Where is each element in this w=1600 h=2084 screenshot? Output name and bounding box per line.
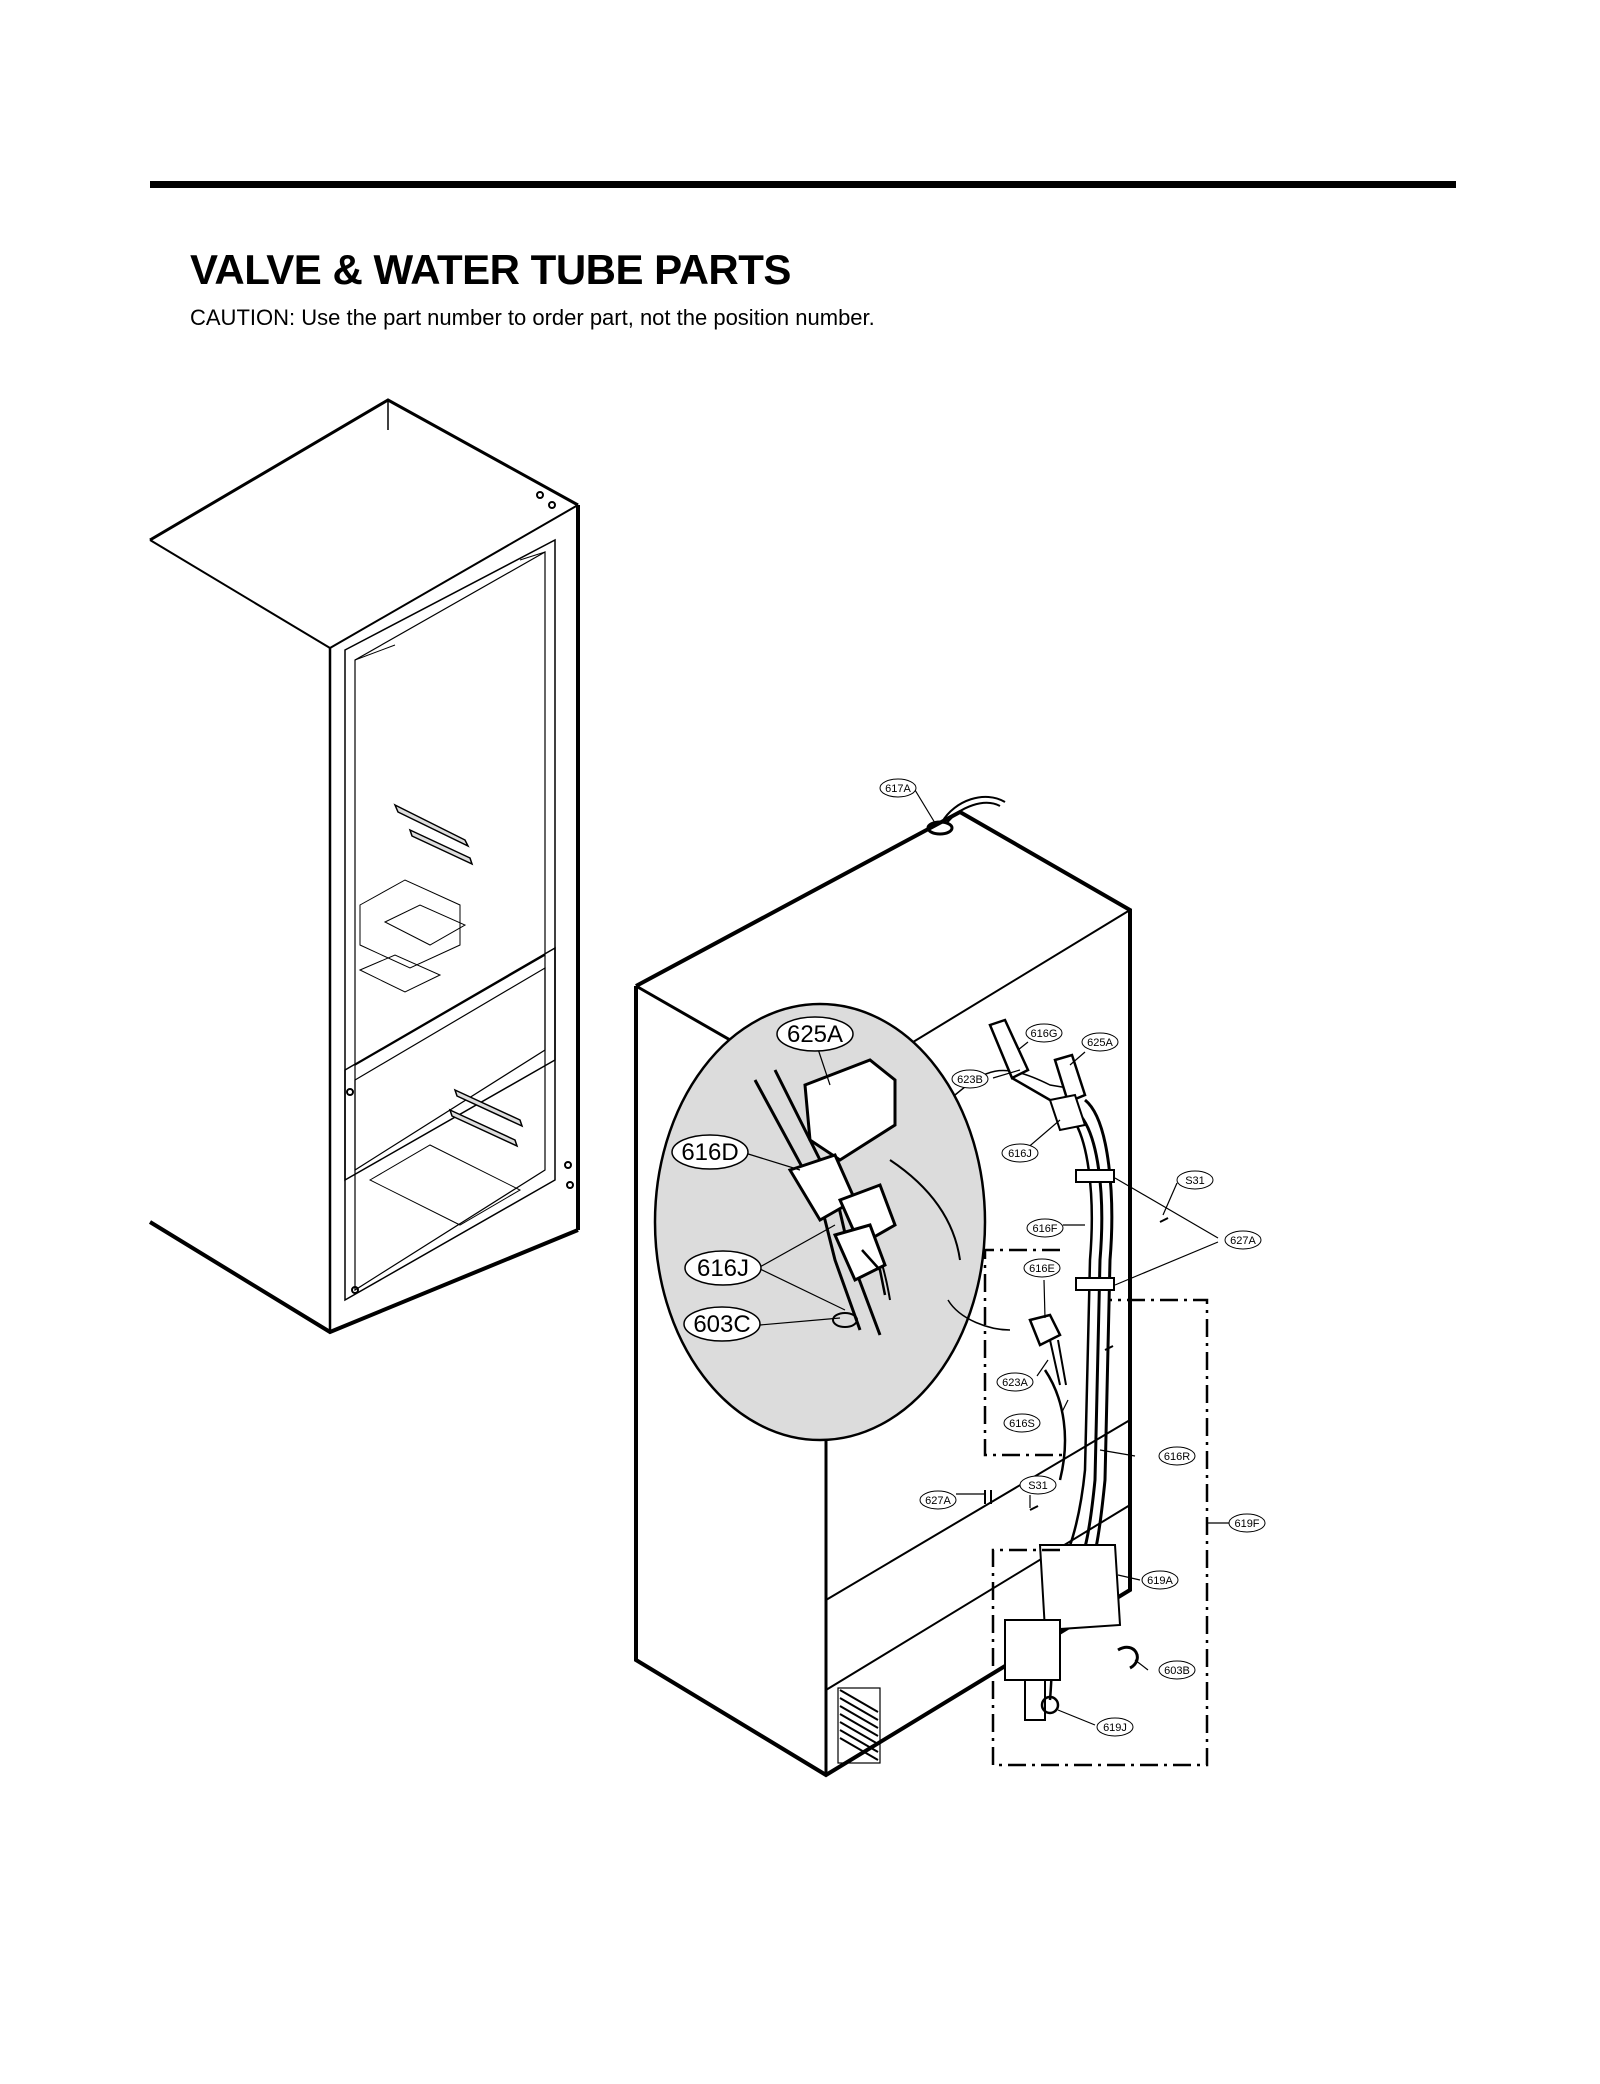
- page-title: VALVE & WATER TUBE PARTS: [190, 246, 791, 293]
- callout-S31-low: S31: [1019, 1475, 1057, 1495]
- callout-616J-small: 616J: [1001, 1143, 1039, 1163]
- svg-text:625A: 625A: [787, 1021, 843, 1048]
- svg-text:623A: 623A: [1002, 1377, 1028, 1389]
- svg-text:S31: S31: [1185, 1175, 1205, 1187]
- callout-625A-large: 625A: [776, 1016, 854, 1052]
- callout-619F: 619F: [1228, 1513, 1266, 1533]
- leader-lines: [744, 789, 1230, 1726]
- callout-623B: 623B: [951, 1069, 989, 1089]
- svg-text:S31: S31: [1028, 1480, 1048, 1492]
- svg-text:627A: 627A: [1230, 1235, 1256, 1247]
- svg-text:619J: 619J: [1103, 1722, 1127, 1734]
- callout-617A: 617A: [879, 778, 917, 798]
- header-rule: [150, 181, 1456, 188]
- group-outlines: [983, 1248, 1209, 1767]
- callout-616S: 616S: [1003, 1413, 1041, 1433]
- svg-text:616S: 616S: [1009, 1418, 1035, 1430]
- svg-text:627A: 627A: [925, 1495, 951, 1507]
- callout-616J-large: 616J: [684, 1250, 762, 1286]
- callout-619J: 619J: [1096, 1717, 1134, 1737]
- svg-text:603C: 603C: [693, 1311, 750, 1338]
- callout-616R: 616R: [1158, 1446, 1196, 1466]
- svg-text:623B: 623B: [957, 1074, 983, 1086]
- svg-text:625A: 625A: [1087, 1037, 1113, 1049]
- callout-627A-left: 627A: [919, 1490, 957, 1510]
- callout-625A-small: 625A: [1081, 1032, 1119, 1052]
- svg-text:616F: 616F: [1032, 1223, 1057, 1235]
- svg-text:616J: 616J: [697, 1255, 749, 1282]
- callout-S31-top: S31: [1176, 1170, 1214, 1190]
- callout-603C-large: 603C: [683, 1306, 761, 1342]
- callout-616G: 616G: [1025, 1023, 1063, 1043]
- callout-616E: 616E: [1023, 1258, 1061, 1278]
- svg-text:617A: 617A: [885, 783, 911, 795]
- callout-616F: 616F: [1026, 1218, 1064, 1238]
- svg-text:603B: 603B: [1164, 1665, 1190, 1677]
- callout-627A-right: 627A: [1224, 1230, 1262, 1250]
- cabinet-front-view: [148, 398, 580, 1335]
- callout-619A: 619A: [1141, 1570, 1179, 1590]
- caution-note: CAUTION: Use the part number to order pa…: [190, 305, 875, 330]
- water-tube-assembly: [984, 1018, 1169, 1721]
- svg-text:616E: 616E: [1029, 1263, 1055, 1275]
- svg-text:616G: 616G: [1031, 1028, 1058, 1040]
- svg-text:616D: 616D: [681, 1139, 738, 1166]
- callout-603B: 603B: [1158, 1660, 1196, 1680]
- svg-text:619A: 619A: [1147, 1575, 1173, 1587]
- svg-text:616J: 616J: [1008, 1148, 1032, 1160]
- svg-text:619F: 619F: [1234, 1518, 1259, 1530]
- svg-text:616R: 616R: [1164, 1451, 1190, 1463]
- callout-616D-large: 616D: [671, 1134, 749, 1170]
- callout-623A: 623A: [996, 1372, 1034, 1392]
